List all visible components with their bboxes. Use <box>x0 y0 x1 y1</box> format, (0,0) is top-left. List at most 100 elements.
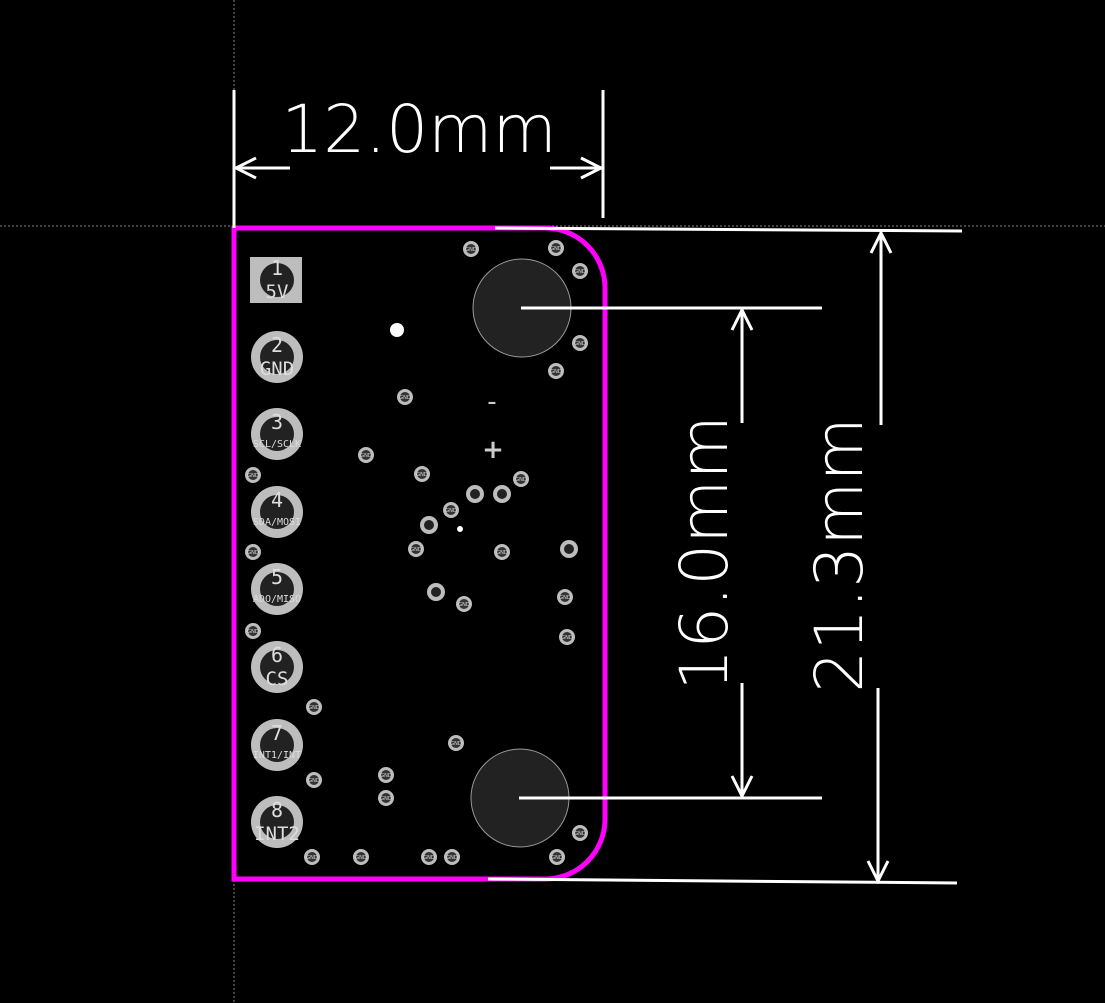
via-label: GND <box>574 831 586 837</box>
gnd-via[interactable]: GND <box>444 849 460 865</box>
via-label: GND <box>445 508 457 514</box>
gnd-via[interactable]: GND <box>572 335 588 351</box>
pin-label: INT2 <box>254 823 300 845</box>
pad-hole <box>260 650 294 684</box>
via-label: GND <box>416 472 428 478</box>
pin-label: GND <box>260 358 294 380</box>
gnd-via[interactable]: GND <box>559 629 575 645</box>
via-label: GND <box>399 395 411 401</box>
gnd-via[interactable]: GND <box>548 240 564 256</box>
via-label: GND <box>550 246 562 252</box>
gnd-via[interactable]: GND <box>548 363 564 379</box>
pin-6[interactable]: 6CS <box>251 641 303 693</box>
pin-label: CS <box>266 668 289 690</box>
gnd-via[interactable]: GND <box>306 699 322 715</box>
silkscreen-plus: + <box>482 435 504 465</box>
gnd-via[interactable]: GND <box>397 389 413 405</box>
gnd-via[interactable]: GND <box>245 623 261 639</box>
via-label: GND <box>308 705 320 711</box>
via-label: GND <box>458 602 470 608</box>
via-label: GND <box>355 855 367 861</box>
pin-label: ADO/MISO <box>253 594 301 605</box>
dimension-hole-spacing-label: 16.0mm <box>666 415 743 691</box>
gnd-via[interactable]: GND <box>353 849 369 865</box>
pad-hole <box>260 572 294 606</box>
gnd-via[interactable]: GND <box>306 772 322 788</box>
gnd-via[interactable]: GND <box>421 849 437 865</box>
via-label: GND <box>550 369 562 375</box>
gnd-via[interactable]: GND <box>572 825 588 841</box>
pad-hole <box>260 495 294 529</box>
pin-number: 8 <box>271 798 283 822</box>
board-outline[interactable] <box>231 225 608 882</box>
dimension-height[interactable] <box>487 226 963 885</box>
dimension-width-label: 12.0mm <box>281 91 557 168</box>
via-label: GND <box>496 550 508 556</box>
via-label: GND <box>515 477 527 483</box>
via[interactable] <box>493 485 511 503</box>
dimension-height-label: 21.3mm <box>801 417 878 693</box>
gnd-via[interactable]: GND <box>378 767 394 783</box>
via-label: GND <box>247 629 259 635</box>
pin-label: SDA/MOSI <box>253 517 301 528</box>
pad-hole <box>260 805 294 839</box>
via-label: GND <box>551 855 563 861</box>
gnd-via[interactable]: GND <box>414 466 430 482</box>
pin-number: 3 <box>271 410 283 434</box>
gnd-via[interactable]: GND <box>463 241 479 257</box>
gnd-via[interactable]: GND <box>549 849 565 865</box>
gnd-via[interactable]: GND <box>572 263 588 279</box>
via-group: GND GND GND GND GND GND GND GND GND GND GND GND GND G… <box>245 240 588 865</box>
via[interactable] <box>466 485 484 503</box>
via-label: GND <box>308 778 320 784</box>
pin-number: 5 <box>271 565 283 589</box>
gnd-via[interactable]: GND <box>304 849 320 865</box>
gnd-via[interactable]: GND <box>448 735 464 751</box>
pad-hole <box>260 417 294 451</box>
fiducial-dot <box>390 323 404 337</box>
dimension-hole-spacing[interactable] <box>519 306 822 800</box>
pin-label: SCL/SCLK <box>253 439 301 450</box>
via-label: GND <box>450 741 462 747</box>
gnd-via[interactable]: GND <box>408 541 424 557</box>
gnd-via[interactable]: GND <box>245 467 261 483</box>
small-dot <box>457 526 463 532</box>
gnd-via[interactable]: GND <box>557 589 573 605</box>
via-label: GND <box>380 773 392 779</box>
pin-label: 5V <box>266 281 289 303</box>
gnd-via[interactable]: GND <box>378 790 394 806</box>
gnd-via[interactable]: GND <box>245 544 261 560</box>
pin-number: 6 <box>271 643 283 667</box>
via-label: GND <box>360 453 372 459</box>
via-label: GND <box>410 547 422 553</box>
gnd-via[interactable]: GND <box>456 596 472 612</box>
pin-label: INT1/INT <box>253 750 301 761</box>
gnd-via[interactable]: GND <box>443 502 459 518</box>
via-label: GND <box>574 341 586 347</box>
via-label: GND <box>559 595 571 601</box>
via-label: GND <box>247 550 259 556</box>
via[interactable] <box>560 540 578 558</box>
pin-1[interactable]: 15V <box>250 256 302 303</box>
via-label: GND <box>561 635 573 641</box>
via-label: GND <box>446 855 458 861</box>
via[interactable] <box>420 516 438 534</box>
gnd-via[interactable]: GND <box>494 544 510 560</box>
pin-number: 1 <box>271 256 283 280</box>
via[interactable] <box>427 583 445 601</box>
pad-hole <box>260 728 294 762</box>
gnd-via[interactable]: GND <box>358 447 374 463</box>
via-label: GND <box>465 247 477 253</box>
gnd-via[interactable]: GND <box>513 471 529 487</box>
dimension-width[interactable] <box>232 90 605 228</box>
pin-number: 7 <box>271 721 283 745</box>
pad-hole <box>260 263 294 297</box>
